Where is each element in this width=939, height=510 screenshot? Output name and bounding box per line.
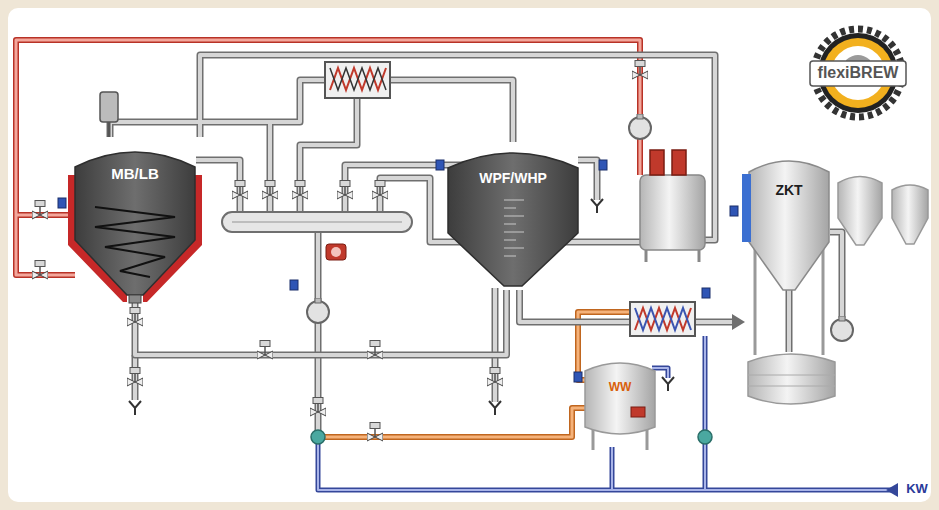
sensor (58, 198, 66, 208)
sensor (599, 160, 607, 170)
ball-valve (698, 430, 712, 444)
valve (487, 368, 503, 387)
ball-valve (311, 430, 325, 444)
level-mark (504, 208, 516, 209)
tank-body (585, 363, 655, 434)
valve (232, 181, 248, 200)
sensor (574, 372, 582, 382)
tank-body (749, 161, 829, 290)
sensor (730, 206, 738, 216)
sensor (436, 160, 444, 170)
cooling-jacket (742, 174, 751, 242)
valve (32, 201, 48, 220)
fermenter-tank (892, 185, 928, 244)
manifold (222, 212, 412, 232)
tank-body (75, 152, 195, 295)
level-mark (504, 256, 516, 257)
stream-label: KW (906, 482, 928, 497)
drain (591, 199, 603, 213)
tank-shape (585, 355, 655, 450)
tank-body (448, 153, 578, 286)
level-mark (504, 224, 516, 225)
drain (662, 377, 674, 391)
agitator-motor (100, 92, 118, 137)
logo-text: flexiBREW (818, 64, 899, 82)
pump (629, 114, 651, 139)
heater-vessel (640, 150, 705, 262)
tank-leg (822, 242, 825, 355)
label-holder: flexiBREW (810, 64, 906, 82)
level-mark (504, 240, 516, 241)
valve (257, 341, 273, 360)
process-pipe (110, 55, 842, 432)
valve (372, 181, 388, 200)
valve (367, 423, 383, 442)
drain (489, 401, 501, 415)
valve (367, 341, 383, 360)
valve (337, 181, 353, 200)
inlet-arrow (886, 483, 898, 497)
heat-exchanger (325, 62, 390, 98)
agitator-coil (95, 207, 175, 277)
valve-set (32, 61, 648, 442)
logo-badge (810, 29, 906, 117)
sensor (702, 288, 710, 298)
tank-leg (646, 429, 649, 450)
level-mark (504, 232, 524, 233)
valve (292, 181, 308, 200)
sensor (290, 280, 298, 290)
tank-label: WW (609, 381, 632, 395)
tank-leg (754, 242, 757, 355)
valve (310, 398, 326, 417)
valve (127, 368, 143, 387)
level-mark (504, 216, 524, 217)
heater-element (631, 407, 645, 417)
pump-set (307, 114, 853, 341)
valve (32, 261, 48, 280)
level-mark (504, 200, 524, 201)
tank-label: ZKT (775, 182, 802, 198)
label-holder: KW (902, 482, 932, 497)
warm-water-tank: WW (585, 355, 655, 450)
whirlpool-vessel: WPF/WHP (448, 138, 578, 290)
arrow-head (732, 314, 745, 330)
valve (127, 308, 143, 327)
fermenter-tank (838, 177, 882, 246)
mash-lauter-tun: MB/LB (75, 135, 195, 300)
pipe-inner (135, 290, 507, 355)
valve (262, 181, 278, 200)
flow-meter (326, 244, 346, 260)
ball-valve-set (311, 430, 712, 444)
valve (632, 61, 648, 80)
drain (129, 401, 141, 415)
heat-exchanger (630, 302, 695, 336)
cip-tank (748, 354, 835, 404)
outlet-nozzle (129, 295, 141, 303)
panel (8, 8, 931, 502)
tank-shape (448, 138, 578, 290)
manifold-line (232, 221, 402, 223)
pump (831, 316, 853, 341)
tank-label: WPF/WHP (479, 170, 547, 186)
tank-shape (75, 135, 195, 300)
pump (307, 298, 329, 323)
wort-pipe (135, 290, 507, 355)
tank-label: MB/LB (111, 165, 159, 182)
tank-leg (592, 429, 595, 450)
fermentation-tank: ZKT (745, 150, 833, 395)
level-mark (504, 248, 524, 249)
cold-water-pipe (318, 336, 896, 490)
pipe-outer (135, 290, 507, 355)
